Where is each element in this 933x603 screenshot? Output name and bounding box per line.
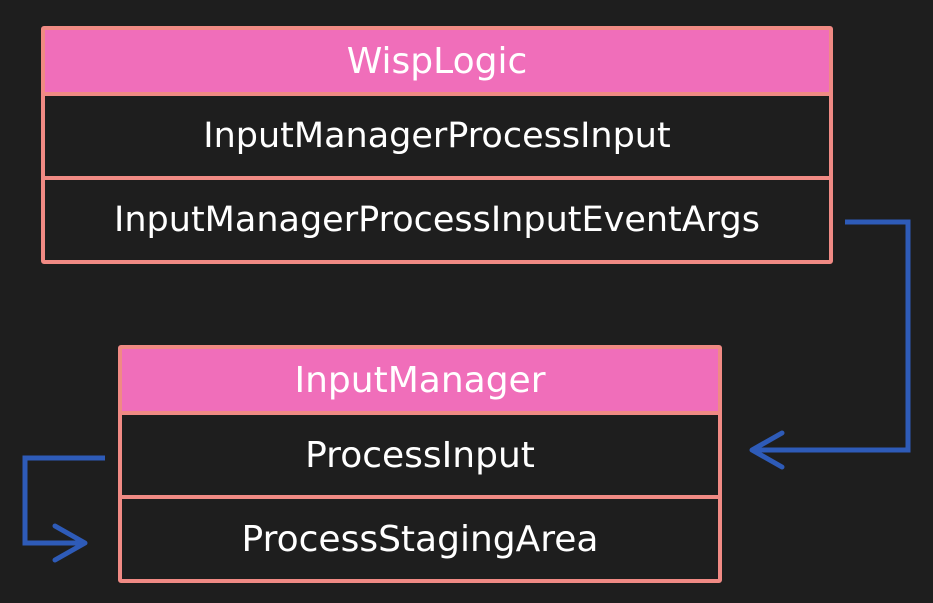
connector-eventargs-to-processinput-arrowhead	[749, 430, 785, 470]
wisplogic-row-process-input-event-args: InputManagerProcessInputEventArgs	[45, 176, 829, 260]
inputmanager-row-process-staging-area: ProcessStagingArea	[122, 495, 718, 579]
wisplogic-title: WispLogic	[45, 30, 829, 96]
connector-processinput-to-stagingarea	[22, 455, 105, 563]
wisplogic-box: WispLogic InputManagerProcessInput Input…	[41, 26, 833, 264]
inputmanager-row-process-input: ProcessInput	[305, 434, 535, 476]
wisplogic-row-process-input: InputManagerProcessInput	[203, 116, 671, 156]
inputmanager-box: InputManager ProcessInput ProcessStaging…	[118, 345, 722, 583]
inputmanager-title: InputManager	[122, 349, 718, 415]
connector-processinput-to-stagingarea-line	[22, 455, 105, 546]
connector-processinput-to-stagingarea-arrowhead	[52, 523, 88, 563]
